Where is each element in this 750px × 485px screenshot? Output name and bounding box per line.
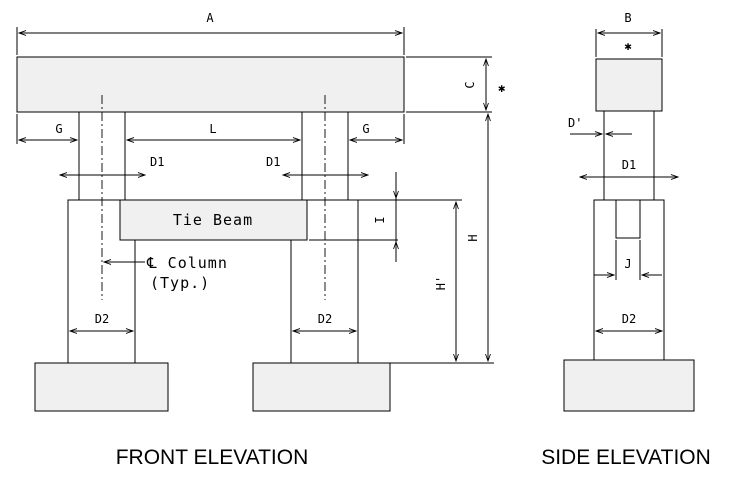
- side-cap-beam: [595, 58, 663, 112]
- dim-c-label: C: [463, 81, 477, 88]
- dim-b-label: B: [624, 11, 631, 25]
- column-callout-line2: (Typ.): [150, 274, 210, 292]
- side-elevation: B ✱ D' D1 J D2 SIDE ELEVATION: [541, 11, 711, 469]
- dim-d2-side-label: D2: [622, 312, 636, 326]
- dim-d1-side-label: D1: [622, 158, 636, 172]
- dim-a-label: A: [206, 11, 214, 25]
- dim-h-prime-label: H': [434, 276, 448, 290]
- dim-g-left-label: G: [55, 122, 62, 136]
- footing-right: [252, 362, 391, 412]
- dim-i-label: I: [373, 216, 387, 223]
- dim-d1-left-label: D1: [150, 155, 164, 169]
- side-footing: [563, 359, 695, 412]
- dim-g-right-label: G: [362, 122, 369, 136]
- dim-h-label: H: [466, 234, 480, 241]
- footing-left: [34, 362, 169, 412]
- side-tie-beam-section: [615, 199, 641, 239]
- column-callout-line1: ℄ Column: [146, 254, 228, 272]
- dim-d1-right-label: D1: [266, 155, 280, 169]
- side-upper-column: [603, 110, 655, 201]
- tie-beam-label: Tie Beam: [173, 211, 253, 229]
- front-elevation: A G L G D1 D1 D2 D2 C ✱ I: [16, 11, 505, 469]
- dim-j-label: J: [624, 257, 631, 271]
- front-elevation-caption: FRONT ELEVATION: [116, 446, 309, 469]
- dim-d2-left-label: D2: [95, 312, 109, 326]
- cap-beam: [16, 56, 405, 113]
- tie-beam: [119, 199, 308, 241]
- dim-l-label: L: [209, 122, 216, 136]
- star-mark-front: ✱: [498, 81, 505, 95]
- star-mark-side: ✱: [624, 39, 631, 53]
- dim-d2-right-label: D2: [318, 312, 332, 326]
- side-elevation-caption: SIDE ELEVATION: [541, 446, 711, 469]
- dim-d-prime-label: D': [568, 116, 582, 130]
